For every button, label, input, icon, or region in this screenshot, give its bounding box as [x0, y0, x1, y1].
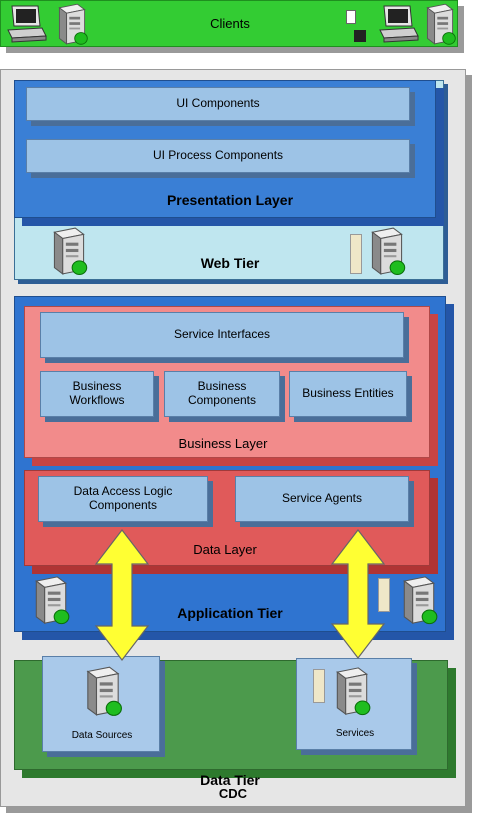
data-sources-label: Data Sources	[71, 730, 133, 742]
application-tier-title: Application Tier	[177, 604, 283, 621]
web-tier-title: Web Tier	[200, 254, 260, 271]
server-icon	[331, 665, 373, 717]
server-icon	[54, 2, 90, 46]
service-agents-box: Service Agents	[235, 476, 409, 522]
data-layer-title: Data Layer	[193, 541, 257, 557]
handheld-device-icon	[354, 30, 366, 42]
data-access-logic-components-box: Data Access Logic Components	[38, 476, 208, 522]
database-server-icon	[81, 665, 125, 717]
business-entities-box: Business Entities	[289, 371, 407, 417]
service-agents-label: Service Agents	[281, 491, 363, 506]
ui-components-label: UI Components	[176, 96, 260, 111]
server-icon	[48, 226, 90, 276]
service-interfaces-box: Service Interfaces	[40, 312, 404, 358]
business-workflows-box: Business Workflows	[40, 371, 154, 417]
business-entities-label: Business Entities	[302, 386, 394, 401]
service-interfaces-label: Service Interfaces	[173, 327, 271, 342]
tower-unit-icon	[350, 234, 362, 274]
business-components-label: Business Components	[187, 379, 257, 407]
clients-title: Clients	[210, 16, 250, 32]
business-layer-title: Business Layer	[178, 435, 268, 451]
tower-unit-icon	[313, 669, 325, 703]
business-components-box: Business Components	[164, 371, 280, 417]
service-agents-arrow	[330, 529, 386, 659]
tower-unit-icon	[378, 578, 390, 612]
presentation-layer-title: Presentation Layer	[166, 191, 294, 208]
services-box: Services	[296, 658, 412, 750]
data-sources-box: Data Sources	[42, 656, 160, 752]
cdc-title: CDC	[218, 785, 248, 801]
ui-process-components-box: UI Process Components	[26, 139, 410, 173]
server-icon	[398, 574, 440, 626]
data-access-logic-components-label: Data Access Logic Components	[73, 484, 173, 512]
handheld-device-icon	[346, 10, 356, 24]
server-icon	[30, 574, 72, 626]
ui-process-components-label: UI Process Components	[152, 148, 284, 163]
server-icon	[366, 226, 408, 276]
server-icon	[422, 2, 458, 46]
business-workflows-label: Business Workflows	[69, 379, 125, 407]
desktop-computer-icon	[376, 4, 420, 44]
services-label: Services	[335, 728, 375, 740]
desktop-computer-icon	[4, 4, 48, 44]
data-access-arrow	[94, 529, 150, 661]
data-tier-title: Data Tier	[200, 771, 260, 788]
ui-components-box: UI Components	[26, 87, 410, 121]
